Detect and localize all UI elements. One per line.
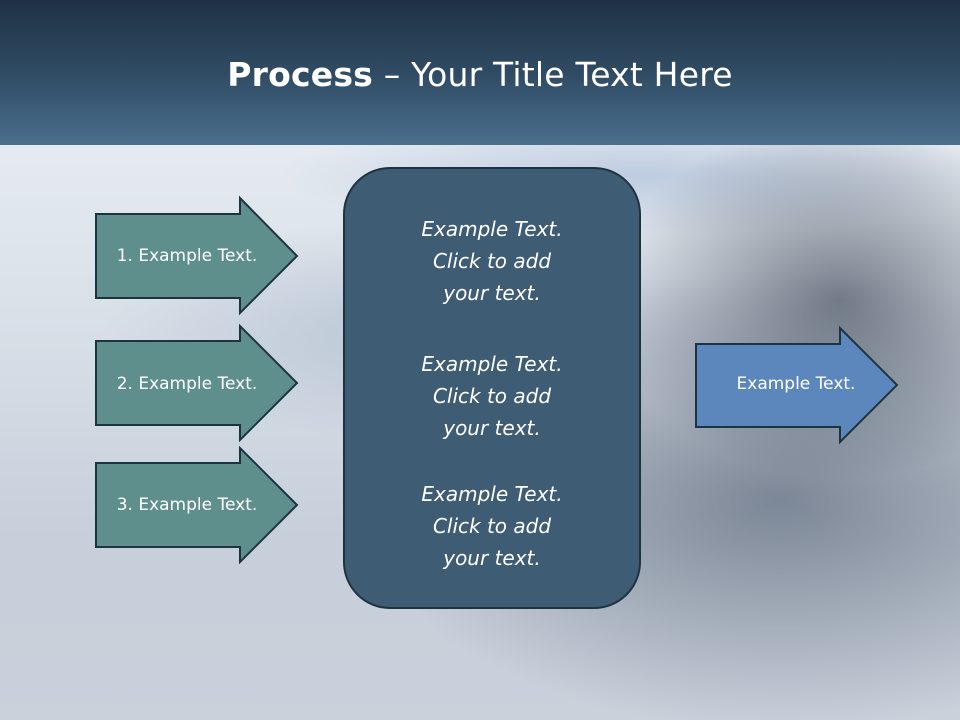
title-rest-part: – Your Title Text Here: [373, 55, 733, 94]
center-box[interactable]: [343, 167, 641, 609]
title-bold-part: Process: [227, 55, 374, 94]
left-arrow-3[interactable]: [95, 445, 299, 565]
center-text-block-3: Example Text. Click to add your text.: [346, 478, 638, 574]
right-arrow-label: Example Text.: [736, 374, 856, 394]
center-text-block-1: Example Text. Click to add your text.: [346, 213, 638, 309]
left-arrow-1-label: 1. Example Text.: [116, 246, 258, 266]
center-text-line: Example Text.: [421, 217, 563, 241]
left-arrow-1[interactable]: [95, 195, 299, 316]
center-text-line: your text.: [443, 416, 541, 440]
right-arrow[interactable]: [695, 325, 899, 445]
left-arrow-3-label: 3. Example Text.: [116, 495, 258, 515]
left-arrow-2[interactable]: [95, 323, 299, 443]
title-bar: [0, 0, 960, 145]
center-text-line: Click to add: [432, 249, 552, 273]
slide-title[interactable]: Process – Your Title Text Here: [0, 52, 960, 98]
center-text-block-2: Example Text. Click to add your text.: [346, 348, 638, 444]
center-text-line: Click to add: [432, 384, 552, 408]
center-text-line: Example Text.: [421, 482, 563, 506]
center-text-line: your text.: [443, 281, 541, 305]
center-text-line: Example Text.: [421, 352, 563, 376]
left-arrow-2-label: 2. Example Text.: [116, 374, 258, 394]
center-text-line: Click to add: [432, 514, 552, 538]
center-text-line: your text.: [443, 546, 541, 570]
